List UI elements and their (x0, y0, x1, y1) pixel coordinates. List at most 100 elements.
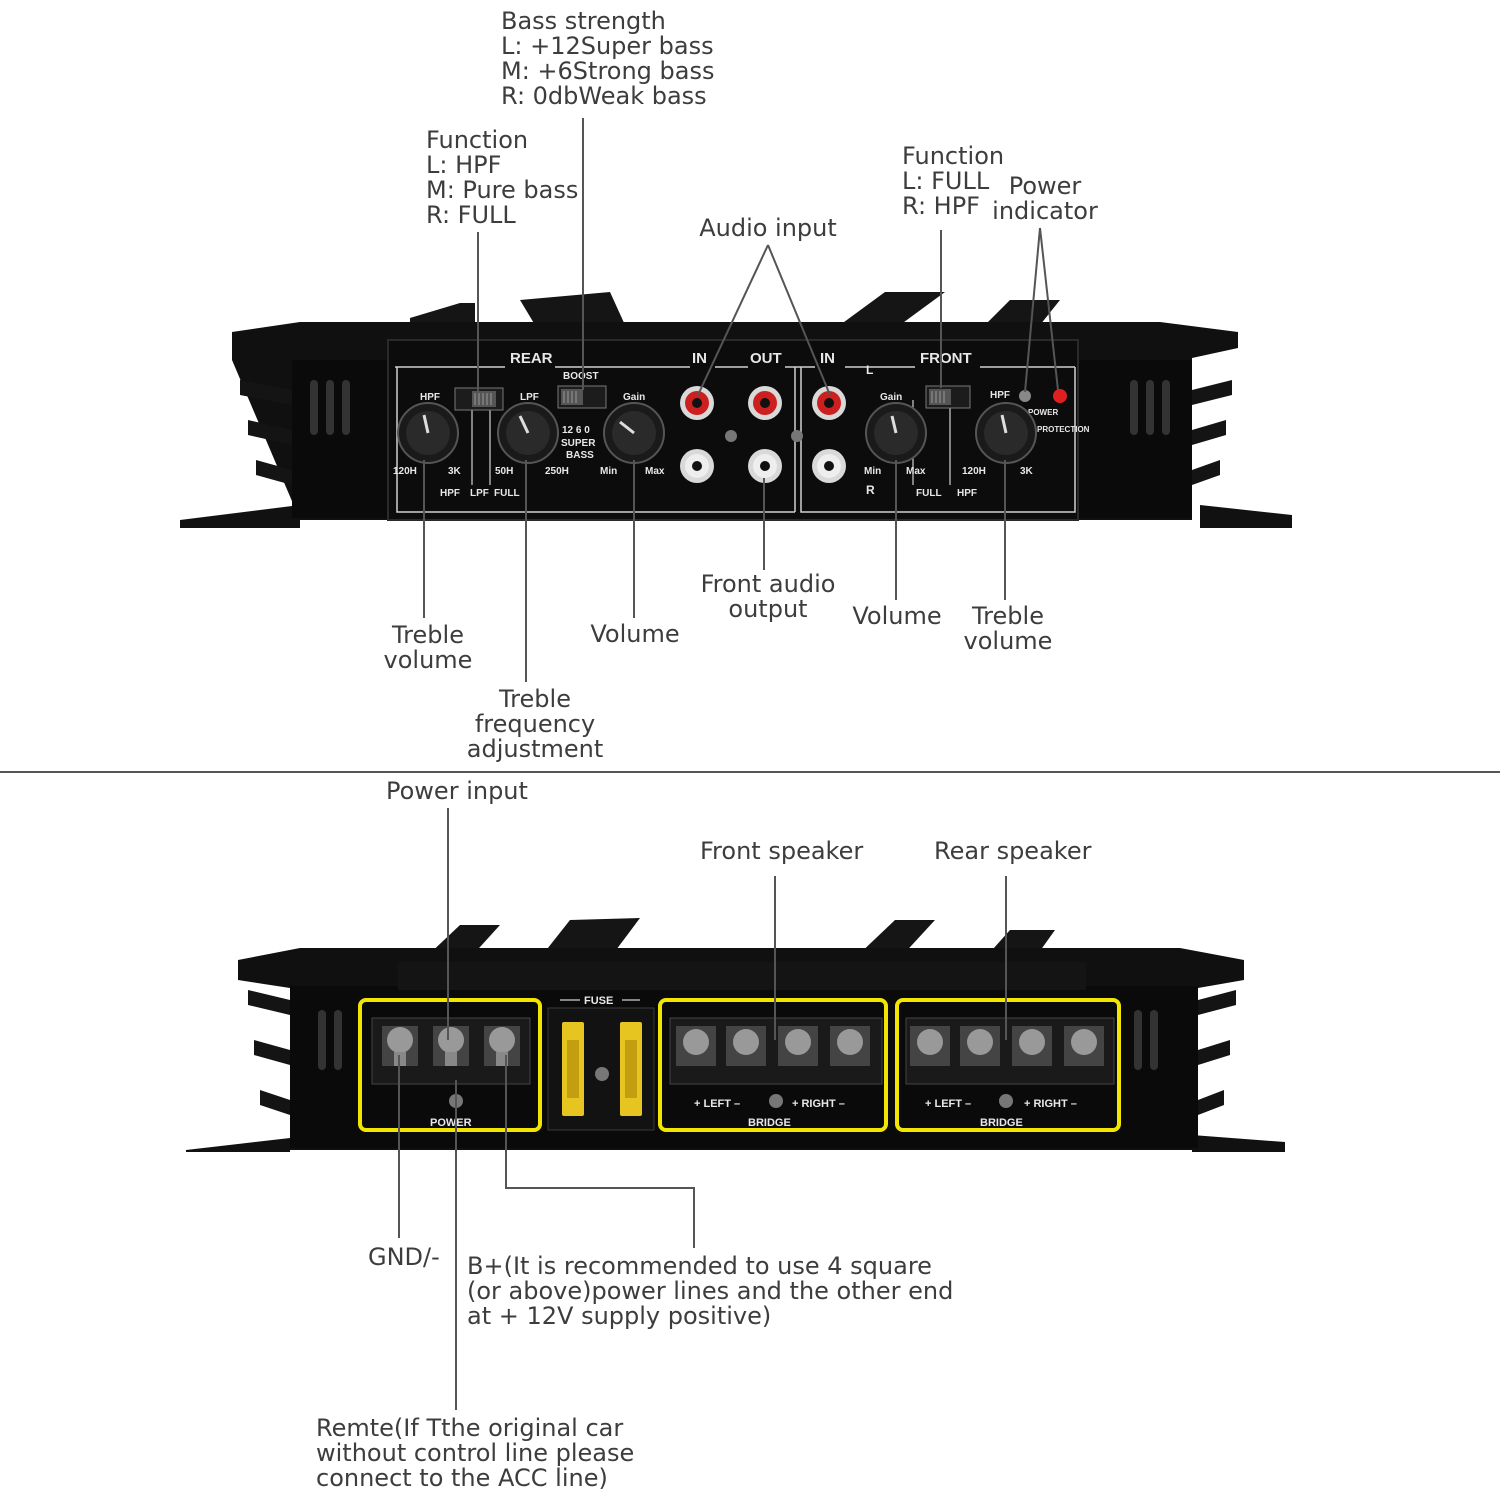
bottom-amplifier: POWER FUSE + LEFT – + RIGHT – BRIDGE (186, 918, 1285, 1152)
audio-input-label: Audio input (699, 214, 837, 242)
remote-label: Remte(If Tthe original car without contr… (316, 1414, 635, 1492)
panel-front-3k-text: 3K (1020, 466, 1034, 477)
gnd-label: GND/- (368, 1243, 440, 1271)
right-vents (1130, 380, 1170, 435)
rear-function-switch[interactable] (454, 387, 504, 411)
panel-max-text: Max (645, 466, 665, 477)
rear-terminal[interactable] (910, 1026, 950, 1066)
function-front-label: Function L: FULL R: HPF (902, 142, 1005, 220)
front-speaker-terminal-block (669, 1017, 883, 1108)
panel-3k-text: 3K (448, 466, 462, 477)
front-volume-knob[interactable] (865, 402, 927, 464)
panel-front-120h-text: 120H (962, 466, 986, 477)
bplus-terminal[interactable] (484, 1026, 520, 1066)
panel-sw-full-text: FULL (494, 488, 520, 499)
rear-terminal[interactable] (1012, 1026, 1052, 1066)
panel-l-text: L (866, 363, 873, 377)
panel-250h-text: 250H (545, 466, 569, 477)
panel-front-gain-text: Gain (880, 392, 902, 403)
panel-front-hpf-top-text: HPF (990, 390, 1010, 401)
panel-front-full-text: FULL (916, 488, 942, 499)
rear-bridge-text: BRIDGE (980, 1117, 1023, 1129)
volume-rear-label: Volume (590, 620, 680, 648)
rca-out-left[interactable] (748, 386, 782, 420)
rca-out-right[interactable] (748, 449, 782, 483)
rear-speaker-terminal-block (905, 1017, 1115, 1108)
front-terminal[interactable] (778, 1026, 818, 1066)
panel-in-text: IN (692, 350, 707, 367)
panel-screw (725, 430, 737, 442)
gnd-terminal[interactable] (382, 1026, 418, 1066)
panel-front-min-text: Min (864, 466, 881, 477)
front-right-text: + RIGHT – (792, 1098, 845, 1110)
front-speaker-highlight-box (658, 998, 888, 1132)
panel-boost-values-text: 12 6 0 (562, 425, 590, 436)
treble-volume-rear-label: Treble volume (383, 621, 473, 674)
panel-power-text: POWER (1028, 408, 1058, 417)
protection-led (1053, 389, 1067, 403)
top-amplifier: REAR IN OUT IN FRONT BOOST HPF LPF Gain … (180, 292, 1292, 528)
rear-left-text: + LEFT – (925, 1098, 971, 1110)
front-audio-output-label: Front audio output (700, 570, 836, 623)
panel-super-text: SUPER (561, 438, 596, 449)
rear-treble-volume-knob[interactable] (397, 402, 459, 464)
fuse-left[interactable] (562, 1022, 584, 1116)
treble-frequency-knob[interactable] (497, 402, 559, 464)
remote-terminal[interactable] (433, 1026, 469, 1066)
panel-r-text: R (866, 483, 875, 497)
front-bridge-text: BRIDGE (748, 1117, 791, 1129)
panel-bass-text: BASS (566, 450, 594, 461)
power-highlight-box (358, 998, 542, 1132)
boost-switch[interactable] (557, 385, 607, 409)
panel-50h-text: 50H (495, 466, 513, 477)
front-terminal[interactable] (830, 1026, 870, 1066)
panel-front-hpf-text: HPF (957, 488, 977, 499)
rca-rear-in-right[interactable] (680, 449, 714, 483)
panel-boost-text: BOOST (563, 371, 599, 382)
rear-terminal[interactable] (1064, 1026, 1104, 1066)
bplus-label: B+(It is recommended to use 4 square (or… (467, 1252, 954, 1330)
rca-rear-in-left[interactable] (680, 386, 714, 420)
treble-frequency-label: Treble frequency adjustment (466, 685, 604, 763)
panel-front-max-text: Max (906, 466, 926, 477)
panel-out-text: OUT (750, 350, 782, 367)
panel-screw (791, 430, 803, 442)
panel-in2-text: IN (820, 350, 835, 367)
rca-front-in-right[interactable] (812, 449, 846, 483)
rear-volume-knob[interactable] (603, 402, 665, 464)
panel-front-text: FRONT (920, 350, 972, 367)
function-rear-label: Function L: HPF M: Pure bass R: FULL (426, 126, 579, 229)
rear-right-text: + RIGHT – (1024, 1098, 1077, 1110)
rear-speaker-highlight-box (895, 998, 1121, 1132)
front-terminal[interactable] (726, 1026, 766, 1066)
panel-fuse-text: FUSE (584, 995, 613, 1007)
power-led (1019, 390, 1031, 402)
front-treble-volume-knob[interactable] (975, 402, 1037, 464)
treble-volume-front-label: Treble volume (963, 602, 1053, 655)
rear-speaker-label: Rear speaker (934, 837, 1092, 865)
panel-hpf-text: HPF (420, 392, 440, 403)
front-function-switch[interactable] (925, 385, 971, 409)
panel-lpf-text: LPF (520, 392, 539, 403)
power-input-label: Power input (386, 777, 528, 805)
panel-sw-hpf-text: HPF (440, 488, 460, 499)
panel-power-bottom-text: POWER (430, 1117, 472, 1129)
fuse-right[interactable] (620, 1022, 642, 1116)
panel-gain-text: Gain (623, 392, 645, 403)
rear-terminal[interactable] (960, 1026, 1000, 1066)
panel-min-text: Min (600, 466, 617, 477)
volume-front-label: Volume (852, 602, 942, 630)
panel-sw-lpf-text: LPF (470, 488, 489, 499)
panel-120h-text: 120H (393, 466, 417, 477)
rca-front-in-left[interactable] (812, 386, 846, 420)
power-indicator-label: Power indicator (992, 172, 1098, 225)
bass-strength-label: Bass strength L: +12Super bass M: +6Stro… (501, 7, 715, 110)
left-vents (310, 380, 350, 435)
front-left-text: + LEFT – (694, 1098, 740, 1110)
panel-protection-text: PROTECTION (1037, 425, 1090, 434)
front-speaker-label: Front speaker (700, 837, 864, 865)
panel-rear-text: REAR (510, 350, 553, 367)
leader-lines (398, 118, 1059, 1410)
front-terminal[interactable] (676, 1026, 716, 1066)
